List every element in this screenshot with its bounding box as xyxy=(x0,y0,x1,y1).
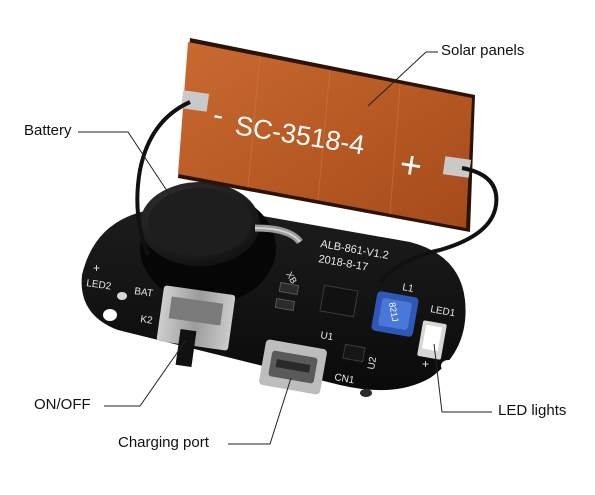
silk-led1: LED1 xyxy=(429,304,456,319)
silk-l1: L1 xyxy=(401,282,414,295)
silk-k2: K2 xyxy=(140,314,154,327)
callout-led-lights: LED lights xyxy=(498,402,567,419)
wire-right xyxy=(378,166,499,284)
callout-on-off: ON/OFF xyxy=(34,396,91,413)
solder-pad-left xyxy=(180,90,210,112)
silk-bat: BAT xyxy=(134,286,154,299)
inductor-l1: 821J xyxy=(371,291,419,337)
switch-lever xyxy=(175,329,197,367)
inductor-code: 821J xyxy=(387,301,400,322)
leader-charging-port xyxy=(228,377,292,445)
charging-port xyxy=(259,339,327,395)
leader-solar-panels xyxy=(367,51,427,107)
silk-led2: LED2 xyxy=(86,278,113,292)
led1 xyxy=(417,320,447,360)
callout-charging-port: Charging port xyxy=(118,434,209,451)
silk-plus-right: + xyxy=(422,357,429,371)
leader-led-lights xyxy=(433,343,492,413)
mount-hole-left xyxy=(103,309,117,321)
callout-battery: Battery xyxy=(24,122,72,139)
mount-hole-right xyxy=(441,360,455,372)
silk-cn1: CN1 xyxy=(333,372,355,386)
wire-left xyxy=(135,100,191,256)
battery xyxy=(140,182,303,304)
solder-pad-right xyxy=(442,156,472,178)
solar-panel: - SC-3518-4 + xyxy=(178,38,475,232)
callout-solar-panels: Solar panels xyxy=(441,42,525,59)
leader-on-off xyxy=(104,339,187,407)
resistor-b xyxy=(274,297,296,312)
resistor-a xyxy=(278,281,300,296)
silk-plus-left: + xyxy=(93,261,100,275)
leader-battery xyxy=(78,131,186,219)
on-off-switch xyxy=(156,285,236,367)
silk-u1: U1 xyxy=(319,330,334,343)
silk-u2: U2 xyxy=(366,356,379,371)
ic-u1 xyxy=(319,284,359,318)
ic-u2 xyxy=(342,343,366,363)
